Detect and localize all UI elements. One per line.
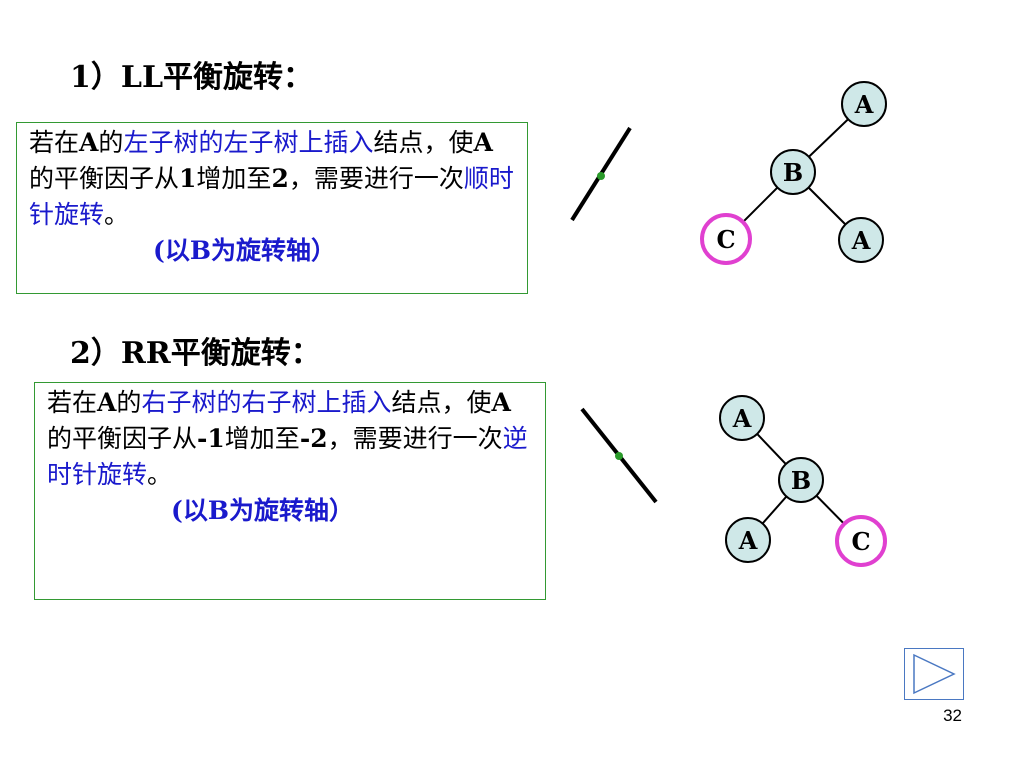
section2-text-mid2: 的平衡因子从 bbox=[47, 424, 198, 453]
section2-text-from: -1 bbox=[197, 424, 225, 453]
section1-text-a: A bbox=[79, 128, 99, 157]
section1-text-de: 的 bbox=[98, 128, 124, 157]
section1-textbox: 若在A的左子树的左子树上插入结点，使A的平衡因子从1增加至2，需要进行一次顺时针… bbox=[16, 122, 528, 294]
rotation-dot-2 bbox=[615, 452, 623, 460]
svg-text:A: A bbox=[851, 226, 871, 255]
svg-text:B: B bbox=[783, 158, 803, 187]
section2-text-mid3: 增加至 bbox=[224, 424, 300, 453]
section1-highlight-rotation: 顺时针旋转 bbox=[29, 164, 514, 229]
section1-text-a2: A bbox=[473, 128, 493, 157]
section1-text-end: 。 bbox=[104, 200, 130, 229]
tree2-node-top: A bbox=[719, 395, 765, 441]
svg-text:A: A bbox=[732, 404, 752, 433]
tree2-node-left-leaf: A bbox=[725, 517, 771, 563]
tree1-node-right-leaf: A bbox=[838, 217, 884, 263]
section2-heading: 2）RR平衡旋转： bbox=[70, 336, 321, 371]
section2-axis-note: (以B为旋转轴） bbox=[171, 496, 354, 525]
section2-text-mid4: ，需要进行一次 bbox=[327, 424, 503, 453]
section1-text-mid: 结点，使 bbox=[373, 128, 474, 157]
section2-text-pre: 若在 bbox=[47, 388, 98, 417]
section2-highlight-rotation: 逆时针旋转 bbox=[47, 424, 528, 489]
section2-text-to: -2 bbox=[299, 424, 328, 453]
tree1-node-inserted: C bbox=[700, 213, 752, 265]
rotation-dot-1 bbox=[597, 172, 605, 180]
section2-textbox: 若在A的右子树的右子树上插入结点，使A的平衡因子从-1增加至-2，需要进行一次逆… bbox=[34, 382, 546, 600]
tree2-node-middle: B bbox=[778, 457, 824, 503]
section1-text-from: 1 bbox=[179, 164, 197, 193]
section1-axis-note: (以B为旋转轴） bbox=[153, 236, 336, 265]
svg-text:A: A bbox=[738, 526, 758, 555]
section1-text-to: 2 bbox=[271, 164, 289, 193]
section2-text-mid: 结点，使 bbox=[391, 388, 492, 417]
section2-text-a: A bbox=[97, 388, 117, 417]
section1-text-mid4: ，需要进行一次 bbox=[288, 164, 464, 193]
tree2-node-inserted: C bbox=[835, 515, 887, 567]
section1-heading: 1）LL平衡旋转： bbox=[70, 60, 314, 95]
svg-text:B: B bbox=[791, 466, 811, 495]
next-slide-button[interactable] bbox=[904, 648, 964, 700]
svg-text:A: A bbox=[854, 90, 874, 119]
section1-text-pre: 若在 bbox=[29, 128, 80, 157]
section1-text-mid3: 增加至 bbox=[196, 164, 272, 193]
section1-highlight-insert: 左子树的左子树上插入 bbox=[123, 128, 374, 157]
svg-text:C: C bbox=[716, 225, 735, 254]
svg-text:C: C bbox=[851, 527, 870, 556]
tree1-node-top: A bbox=[841, 81, 887, 127]
section1-text-mid2: 的平衡因子从 bbox=[29, 164, 180, 193]
section2-highlight-insert: 右子树的右子树上插入 bbox=[141, 388, 392, 417]
play-triangle-icon bbox=[913, 653, 956, 695]
tree1-node-middle: B bbox=[770, 149, 816, 195]
page-number: 32 bbox=[943, 706, 962, 725]
section2-text-end: 。 bbox=[147, 460, 173, 489]
section2-text-de: 的 bbox=[116, 388, 142, 417]
section2-text-a2: A bbox=[491, 388, 511, 417]
